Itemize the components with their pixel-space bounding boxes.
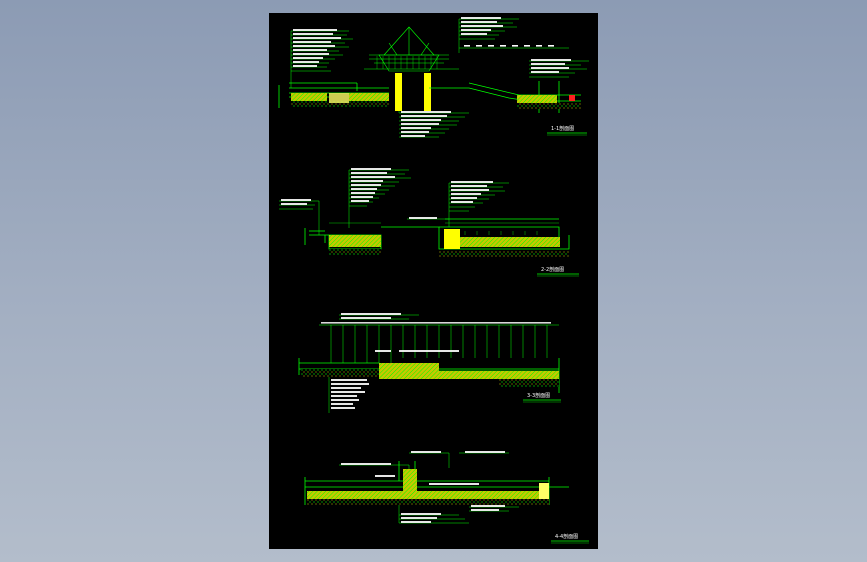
column-left — [395, 73, 402, 111]
paving-4-right — [417, 491, 549, 499]
section-title-1-1: 1-1剖面图 — [547, 125, 587, 136]
column-right — [424, 73, 431, 111]
svg-text:4-4剖面图: 4-4剖面图 — [555, 533, 578, 540]
paving-3-right — [439, 371, 559, 379]
annotation-text-4 — [341, 451, 505, 523]
section-title-3-3: 3-3剖面图 — [523, 392, 561, 403]
paving-3-slope — [379, 363, 439, 379]
edge-block-4 — [539, 483, 549, 499]
section-1-1: 1-1剖面图 — [278, 17, 589, 138]
earth-3-right — [499, 379, 559, 387]
wall-4 — [403, 469, 417, 499]
earth-4 — [307, 499, 549, 505]
canopy-grid — [376, 56, 438, 69]
paving-4-left — [307, 491, 403, 499]
annotation-text-2 — [281, 168, 493, 219]
annotation-text-3 — [321, 313, 551, 409]
ground-line-4 — [304, 461, 569, 505]
svg-text:3-3剖面图: 3-3剖面图 — [527, 392, 550, 399]
svg-text:1-1剖面图: 1-1剖面图 — [551, 125, 574, 132]
paving-left — [291, 93, 327, 101]
section-title-4-4: 4-4剖面图 — [551, 533, 589, 544]
curb-block — [444, 229, 460, 249]
drawing-sheet: 1-1剖面图 — [269, 13, 598, 549]
earth-right — [517, 103, 581, 109]
earth-3-left — [301, 369, 381, 377]
paving-2-right — [460, 237, 560, 247]
cad-section-drawing: 1-1剖面图 — [278, 17, 589, 544]
paving-right — [517, 95, 557, 103]
paving-mid — [349, 93, 389, 101]
paving-2-left — [329, 235, 381, 247]
section-title-2-2: 2-2剖面图 — [537, 266, 579, 277]
section-4-4: 4-4剖面图 — [304, 451, 589, 544]
dimension-text-1 — [464, 45, 554, 47]
section-2-2: 2-2剖面图 — [279, 168, 579, 277]
annotation-text-1 — [293, 17, 571, 137]
earth-left — [291, 101, 389, 107]
dimension-line-2 — [329, 222, 559, 235]
step-block — [329, 93, 349, 103]
leader-lines-2 — [279, 169, 509, 235]
marker-red — [569, 95, 575, 101]
canopy-structure — [364, 26, 459, 72]
earth-2-left — [329, 249, 381, 255]
earth-2-right — [439, 251, 569, 257]
svg-text:2-2剖面图: 2-2剖面图 — [541, 266, 564, 273]
section-3-3: 3-3剖面图 — [298, 313, 561, 413]
